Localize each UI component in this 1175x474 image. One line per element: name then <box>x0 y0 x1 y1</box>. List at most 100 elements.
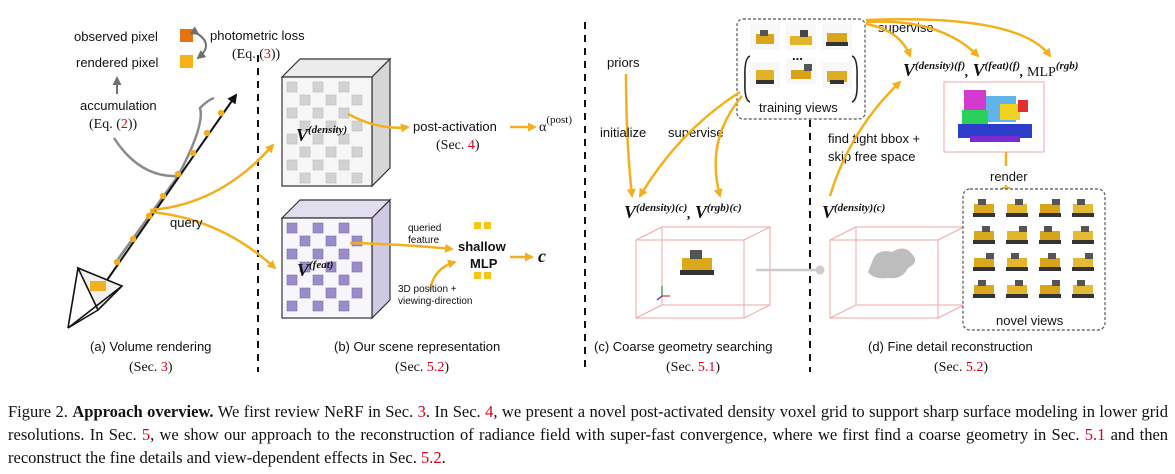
voxel-block <box>312 222 324 234</box>
supervise-arrow-rgb-c <box>713 95 743 198</box>
caption-ref[interactable]: 5 <box>141 425 151 444</box>
coarse-lego-model <box>680 250 714 275</box>
voxel-block <box>325 235 337 247</box>
voxel-block <box>338 133 350 145</box>
coarse-bbox <box>635 226 771 319</box>
voxel-block <box>338 248 350 260</box>
position-direction-label: 3D position +viewing-direction <box>398 284 472 307</box>
caption-ref[interactable]: 5.1 <box>1084 425 1106 444</box>
panel-b-scene-representation: V(density) post-activation (Sec. 4) α(po… <box>280 57 572 375</box>
novel-view-thumbnail <box>1072 280 1094 298</box>
density-voxel-grid <box>280 57 392 188</box>
novel-view-thumbnail <box>1006 199 1028 217</box>
voxel-block <box>299 261 311 273</box>
panel-a-sec: (Sec. 3) <box>129 360 173 375</box>
feat-to-mlp-arrow <box>349 241 454 253</box>
caption-bold: Approach overview. <box>72 402 214 421</box>
novel-view-thumbnail <box>1039 199 1061 217</box>
voxel-block <box>338 81 350 93</box>
voxel-block <box>351 287 363 299</box>
voxel-block <box>325 172 337 184</box>
photometric-loss-label: photometric loss <box>210 28 305 43</box>
panel-b-sec: (Sec. 5.2) <box>395 360 449 375</box>
novel-view-thumbnail <box>973 280 995 298</box>
initialize-label: initialize <box>600 125 646 140</box>
mlp-label: MLP <box>470 256 498 271</box>
priors-arrow <box>624 73 636 198</box>
panel-a-title: (a) Volume rendering <box>90 339 211 354</box>
voxel-block <box>299 172 311 184</box>
novel-view-thumbnail <box>973 253 995 271</box>
voxel-block <box>325 120 337 132</box>
novel-view-thumbnail <box>1006 253 1028 271</box>
novel-view-thumbnail <box>1039 226 1061 244</box>
supervise-label-d: supervise <box>878 20 934 35</box>
caption-ref[interactable]: 3 <box>417 402 426 421</box>
coarse-density-grid: V(density)(c),V(rgb)(c) <box>624 202 742 222</box>
caption-ref[interactable]: 4 <box>485 402 494 421</box>
post-activation-label: post-activation <box>413 119 497 134</box>
panel-a-volume-rendering: observed pixel rendered pixel photometri… <box>67 26 305 375</box>
accumulation-label: accumulation <box>80 98 157 113</box>
query-arrow-density <box>149 143 275 212</box>
voxel-block <box>338 222 350 234</box>
supervise-label-c: supervise <box>668 125 724 140</box>
camera-ray <box>97 93 238 294</box>
fine-grids-label: V(density)(f),V(feat)(f), MLP(rgb) <box>903 60 1078 80</box>
novel-view-thumbnails <box>973 199 1094 298</box>
voxel-block <box>299 287 311 299</box>
density-to-postact-arrow <box>347 112 410 133</box>
voxel-block <box>286 81 298 93</box>
find-bbox-label: find tight bbox +skip free space <box>828 131 920 164</box>
novel-view-thumbnail <box>1072 199 1094 217</box>
voxel-block <box>286 248 298 260</box>
rendered-pixel-swatch <box>180 55 193 68</box>
novel-view-thumbnail <box>1006 226 1028 244</box>
voxel-block <box>312 274 324 286</box>
novel-views-label: novel views <box>996 313 1064 328</box>
free-space-blob <box>868 248 916 279</box>
voxel-block <box>351 261 363 273</box>
voxel-block <box>351 146 363 158</box>
fine-bbox <box>829 226 965 319</box>
find-bbox-arrow <box>828 80 902 197</box>
novel-view-thumbnail <box>1072 253 1094 271</box>
photometric-eq: (Eq. (3)) <box>232 47 281 62</box>
voxel-block <box>312 300 324 312</box>
voxel-block <box>338 300 350 312</box>
fine-reconstruction-model <box>943 81 1045 153</box>
render-label: render <box>990 169 1028 184</box>
feat-grid-label: V(feat) <box>297 259 333 280</box>
supervise-arrow-fine-2 <box>865 18 1052 58</box>
voxel-block <box>286 274 298 286</box>
voxel-block <box>325 261 337 273</box>
photometric-link-arrow <box>189 26 207 60</box>
accumulation-eq: (Eq. (2)) <box>89 117 138 132</box>
caption-ref[interactable]: 5.2 <box>420 448 442 467</box>
accumulation-bracket <box>112 137 181 263</box>
voxel-block <box>325 287 337 299</box>
voxel-block <box>351 94 363 106</box>
panel-c-title: (c) Coarse geometry searching <box>594 339 772 354</box>
voxel-block <box>312 248 324 260</box>
voxel-block <box>299 94 311 106</box>
novel-view-thumbnail <box>973 226 995 244</box>
voxel-block <box>351 172 363 184</box>
voxel-block <box>312 133 324 145</box>
post-activation-sec: (Sec. 4) <box>436 138 480 153</box>
voxel-block <box>338 107 350 119</box>
voxel-block <box>338 274 350 286</box>
supervise-arrow-density-c <box>638 90 741 198</box>
voxel-block <box>351 235 363 247</box>
voxel-block <box>351 120 363 132</box>
novel-views-box <box>962 188 1106 331</box>
voxel-block <box>299 235 311 247</box>
alpha-post-label: α(post) <box>539 114 572 135</box>
priors-label: priors <box>607 55 640 70</box>
novel-view-thumbnail <box>1006 280 1028 298</box>
voxel-block <box>299 120 311 132</box>
panel-separators <box>257 22 811 372</box>
voxel-block <box>312 159 324 171</box>
voxel-block <box>299 146 311 158</box>
caption-lead: Figure 2. <box>8 402 68 421</box>
